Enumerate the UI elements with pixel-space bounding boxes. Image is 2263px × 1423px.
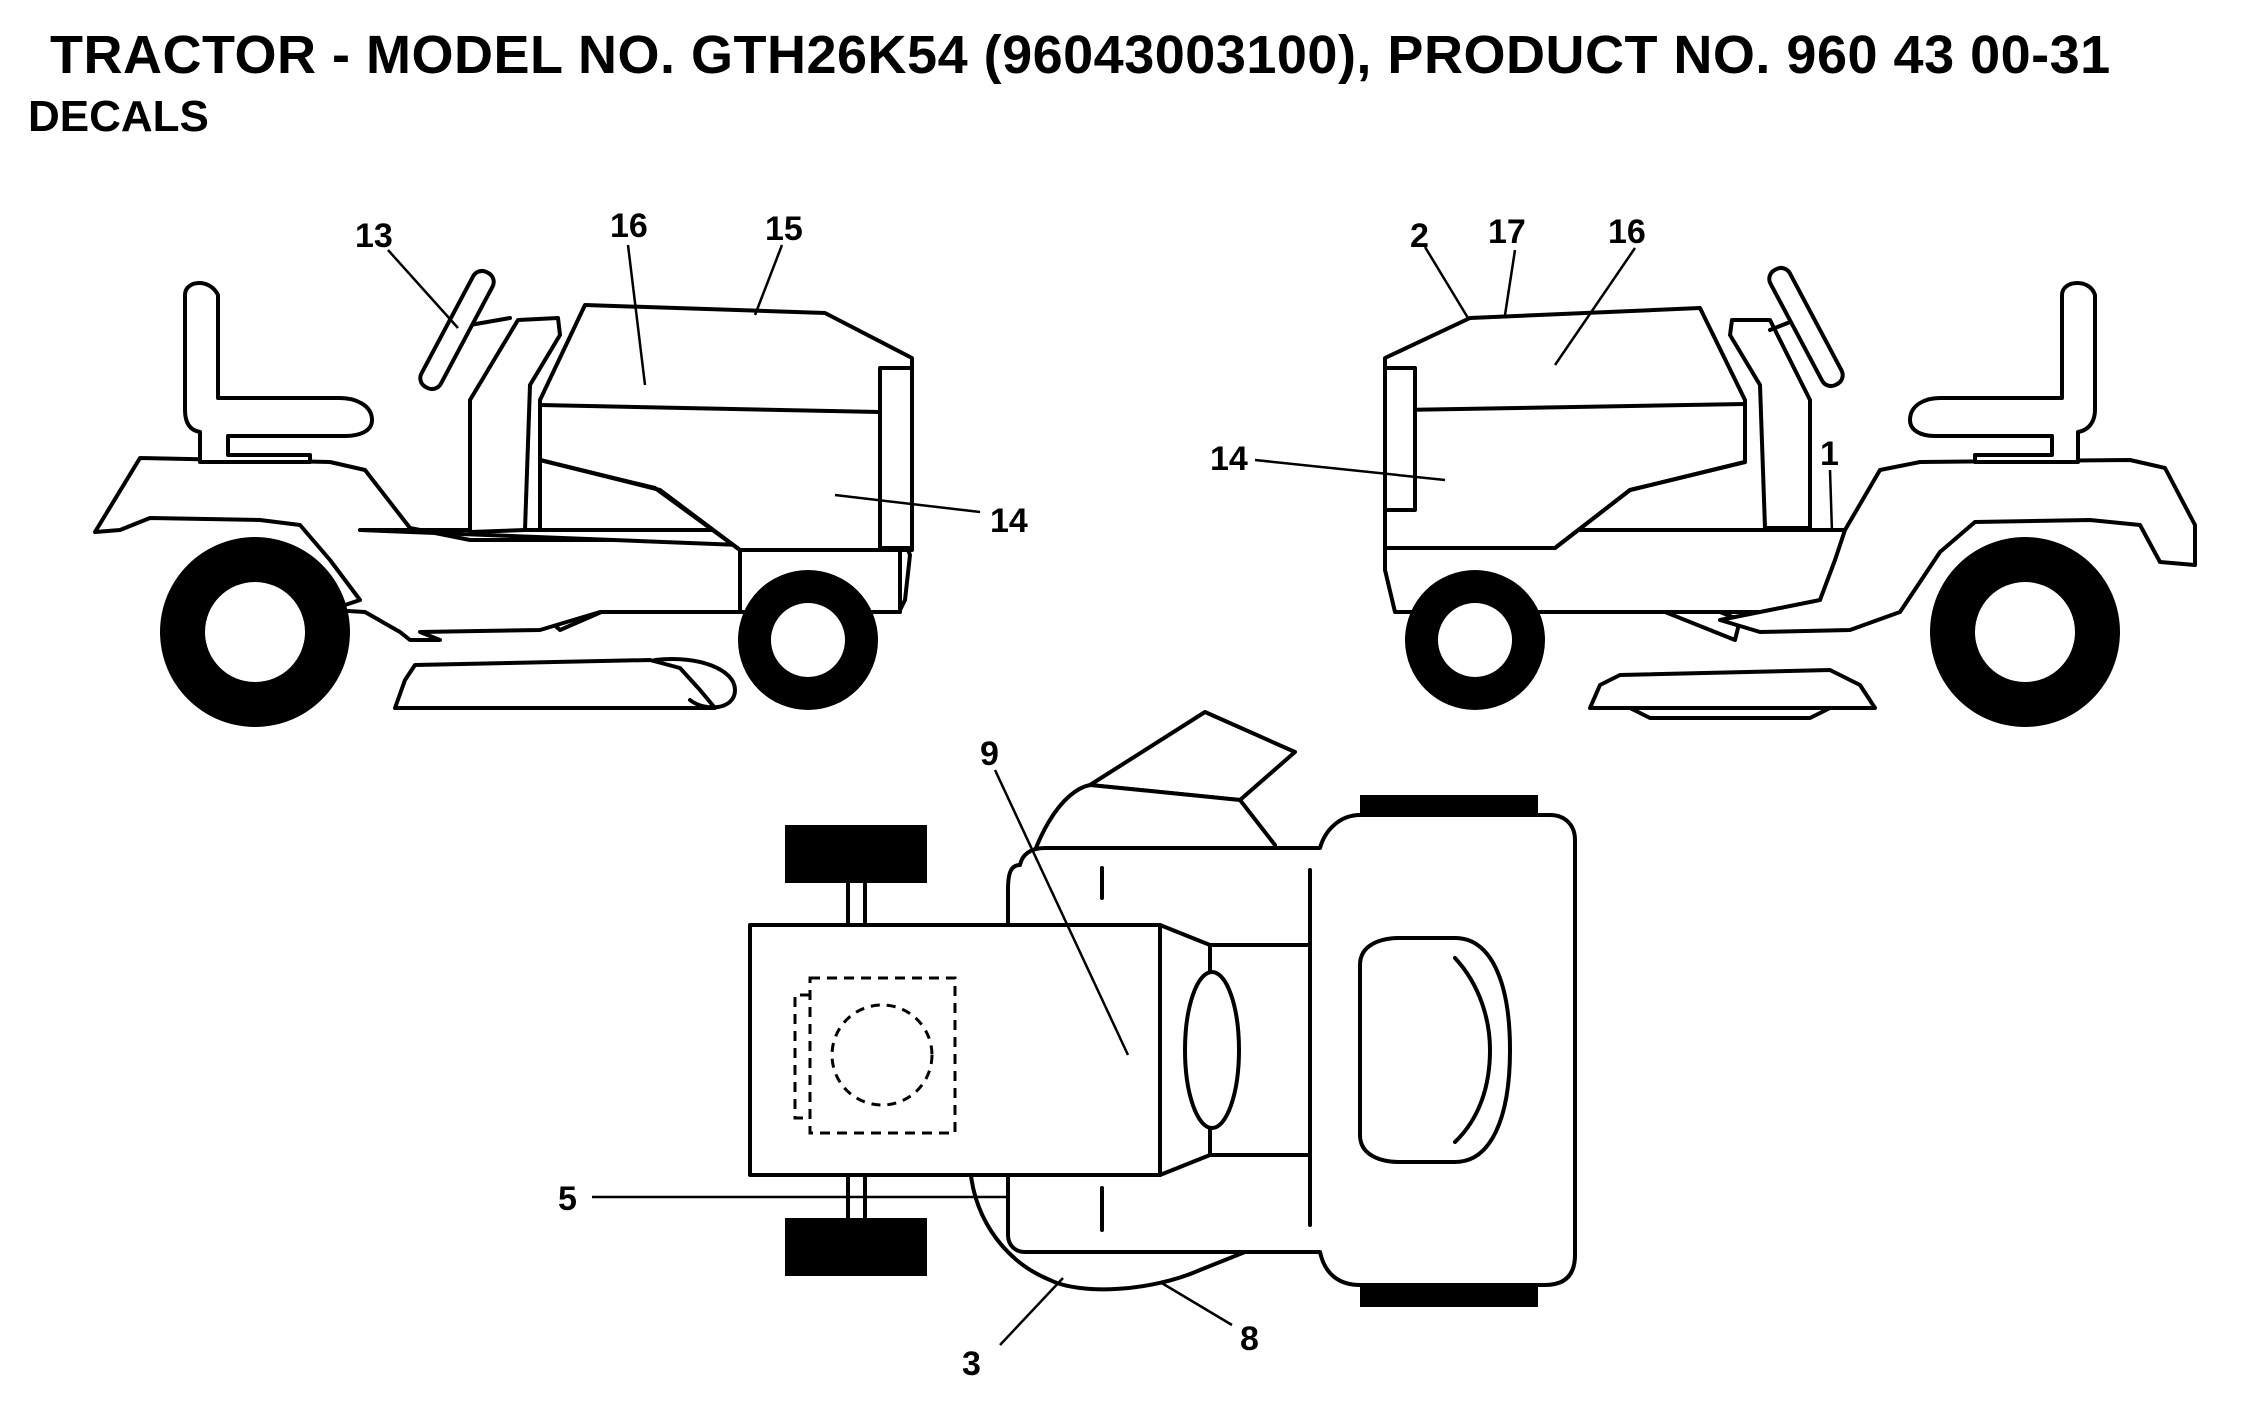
callout-14: 14 (990, 502, 1028, 540)
callout-1: 1 (1820, 435, 1839, 473)
hood (1383, 306, 1747, 550)
steering-wheel (1767, 265, 1845, 389)
seat (1908, 281, 2097, 464)
hood-top (748, 923, 1162, 1177)
hood (538, 303, 914, 552)
dash-tower (468, 316, 562, 534)
page-title: TRACTOR - MODEL NO. GTH26K54 (9604300310… (50, 25, 2111, 85)
dash-tower (1728, 318, 1812, 530)
tractor-left-side-view: 13 16 15 14 (93, 207, 1028, 727)
callout-2: 2 (1410, 217, 1429, 255)
seat-top (1358, 936, 1512, 1164)
mower-deck (393, 658, 717, 710)
rear-fender (93, 456, 742, 642)
air-filter-outline (830, 1003, 934, 1107)
deck-chute (653, 657, 737, 710)
steering-wheel-top (1183, 970, 1241, 1130)
callout-5: 5 (558, 1180, 577, 1218)
section-subtitle: DECALS (28, 92, 209, 141)
rear-fender (1718, 458, 2197, 634)
grille (1383, 366, 1417, 512)
mower-deck (1588, 668, 1877, 710)
callout-13: 13 (355, 217, 393, 255)
engine-outline (808, 976, 957, 1135)
front-wheel-left (785, 825, 927, 883)
seat (183, 281, 374, 464)
callout-8: 8 (1240, 1320, 1259, 1358)
rear-wheel-left (1360, 795, 1538, 817)
callout-14: 14 (1210, 440, 1248, 478)
callout-15: 15 (765, 210, 803, 248)
grille (878, 366, 914, 550)
callout-9: 9 (980, 735, 999, 773)
callout-3: 3 (962, 1345, 981, 1383)
tractor-top-view: 9 5 3 8 (558, 710, 1577, 1383)
rear-wheel-right (1360, 1285, 1538, 1307)
callout-16: 16 (610, 207, 648, 245)
tractor-right-side-view: 2 17 16 14 1 (1210, 213, 2197, 727)
callout-17: 17 (1488, 213, 1526, 251)
steering-wheel (418, 268, 496, 392)
callout-16: 16 (1608, 213, 1646, 251)
front-wheel-right (785, 1218, 927, 1276)
